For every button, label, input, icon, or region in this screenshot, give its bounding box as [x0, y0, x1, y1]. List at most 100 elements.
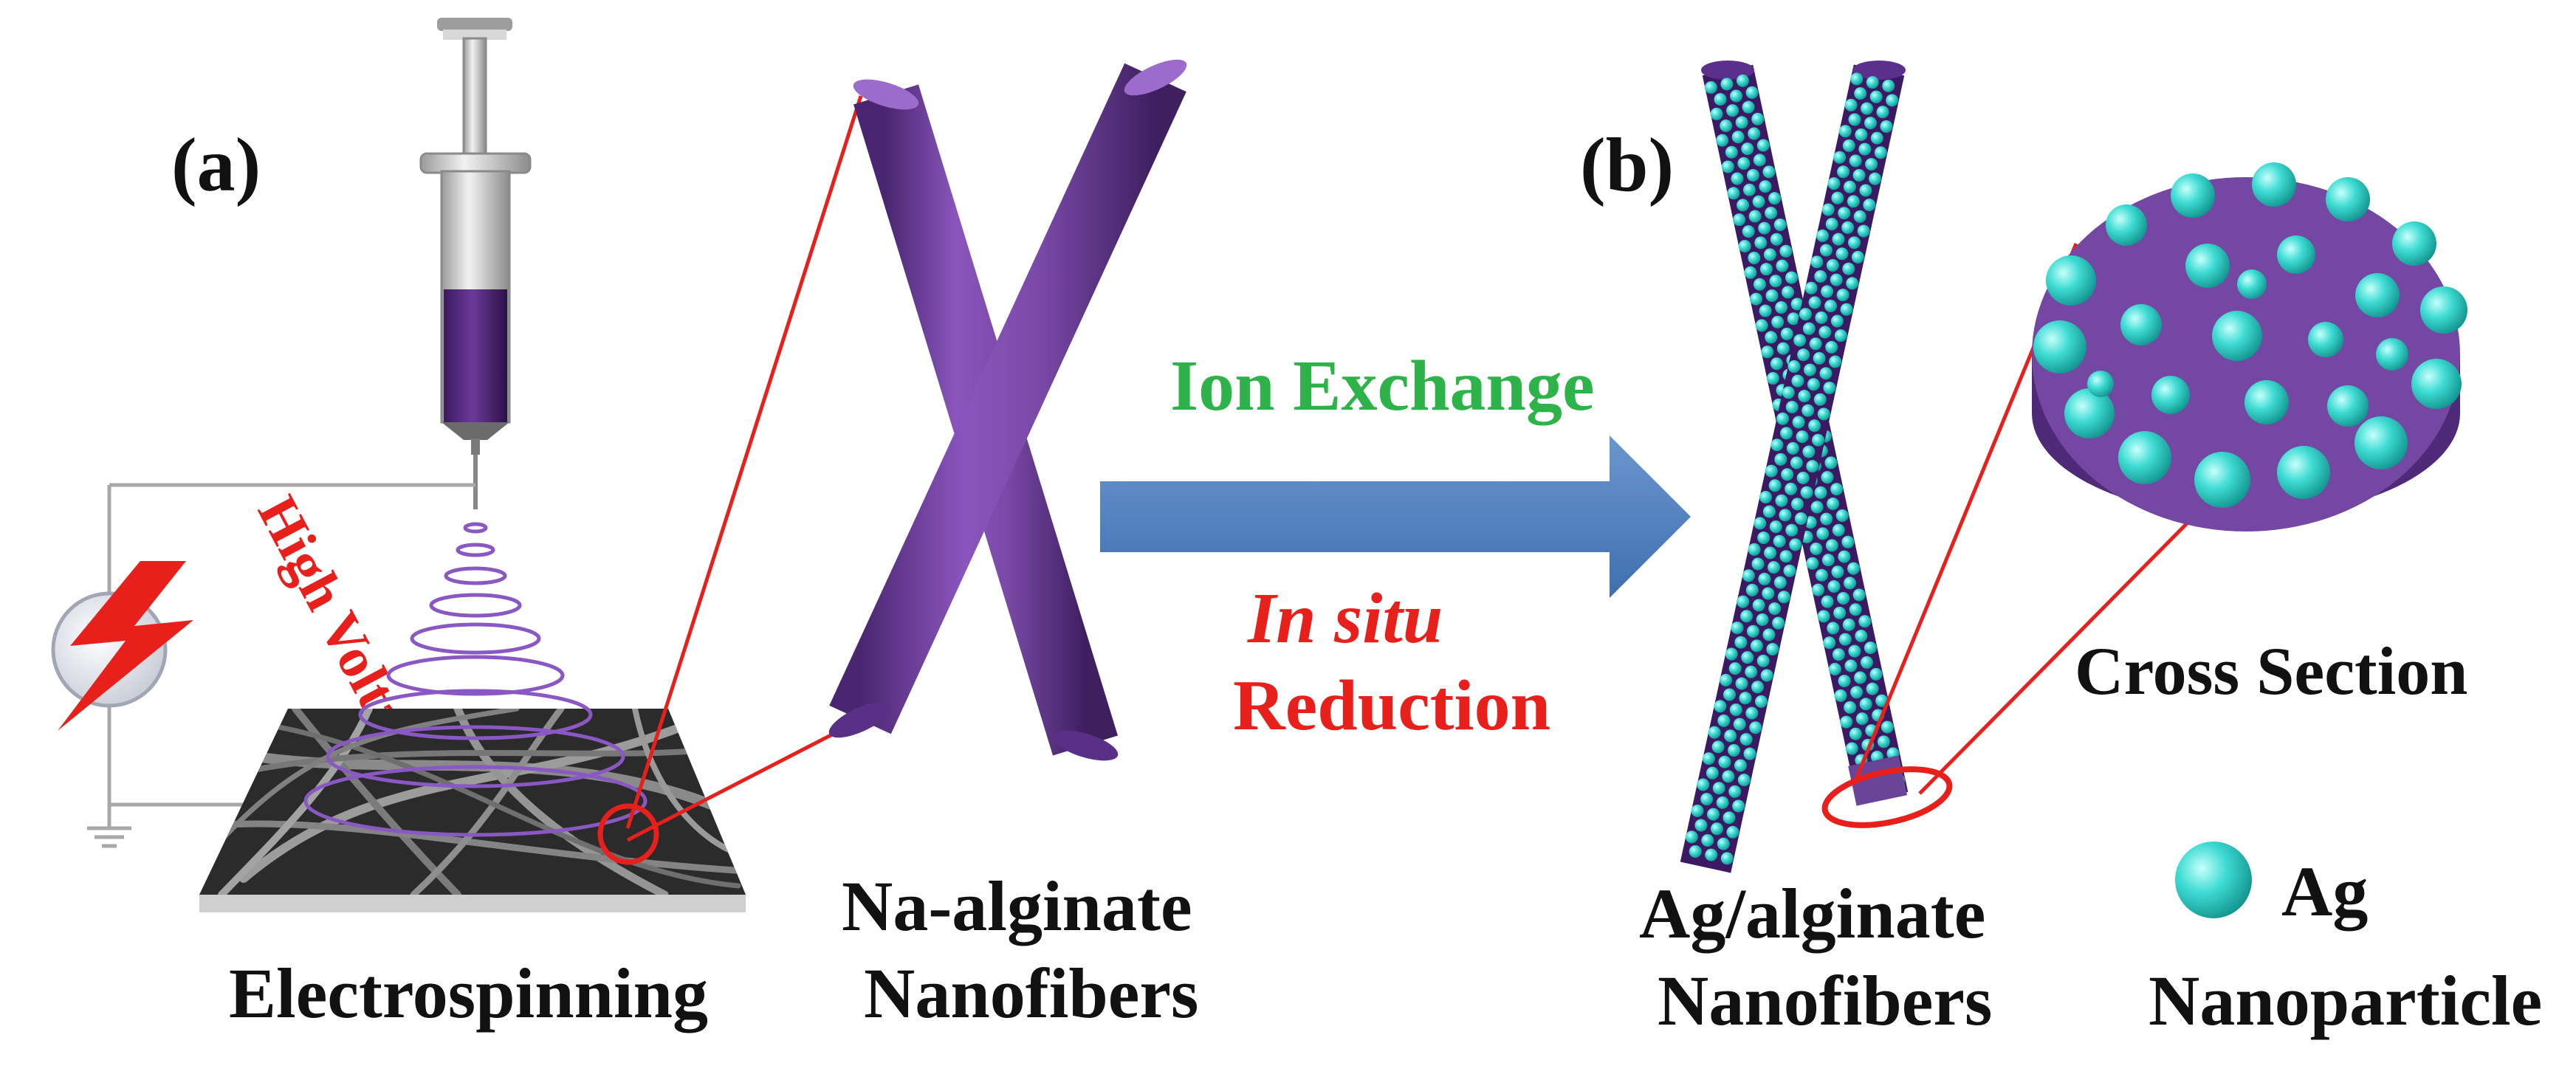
reduction-label: Reduction — [1233, 666, 1550, 746]
ag-alginate-label-line2: Nanofibers — [1658, 961, 1992, 1040]
ag-particle — [1745, 583, 1759, 596]
ag-particle — [1773, 576, 1787, 589]
ag-nanoparticle — [2411, 359, 2462, 409]
ag-particle — [1853, 210, 1866, 223]
ag-particle — [1755, 319, 1768, 332]
ag-nanoparticle — [2120, 304, 2162, 345]
zoom-ring-b — [1821, 766, 1953, 828]
ag-particle — [1735, 116, 1748, 129]
ag-particle — [1816, 527, 1830, 540]
ag-particle — [1689, 844, 1702, 858]
ag-particle — [1787, 359, 1801, 373]
ag-particle — [1810, 255, 1824, 269]
ag-particle — [1748, 127, 1761, 140]
ag-particle — [1815, 311, 1828, 324]
ag-particle — [1775, 494, 1788, 507]
ag-particle — [1785, 271, 1799, 284]
ag-particle — [1745, 86, 1759, 99]
ag-particle — [1870, 131, 1883, 145]
ag-particle — [1740, 610, 1754, 623]
ag-particle — [1758, 221, 1771, 235]
ag-nanoparticle — [2064, 388, 2115, 438]
ag-particle — [1843, 180, 1856, 193]
ag-particle — [1813, 351, 1826, 365]
ag-particle — [1710, 107, 1723, 120]
zoom-lines-a — [625, 95, 863, 842]
ag-particle — [1759, 304, 1772, 317]
ag-particle — [1830, 483, 1844, 496]
ag-particle — [1716, 134, 1729, 147]
ag-particle — [1742, 569, 1755, 582]
ag-particle — [1813, 393, 1827, 406]
ag-nanoparticle — [2033, 320, 2086, 374]
ag-particle — [1836, 289, 1849, 302]
panel-a-label: (a) — [171, 123, 261, 207]
ag-particle — [1823, 381, 1836, 394]
ag-particle — [1757, 531, 1770, 545]
ag-particle — [1865, 158, 1878, 171]
ag-particle — [1848, 113, 1861, 126]
ag-particle — [1844, 577, 1857, 590]
ag-particle — [1781, 468, 1794, 481]
zoom-circle-a — [597, 803, 659, 865]
ag-particle — [1743, 747, 1756, 760]
ag-particle — [1780, 327, 1793, 340]
ag-particle — [1706, 766, 1719, 780]
ag-particle — [1769, 520, 1782, 534]
ag-particle — [1762, 628, 1776, 641]
ag-particle — [1702, 752, 1715, 765]
ag-particle — [1714, 700, 1727, 713]
ag-particle — [1737, 595, 1750, 608]
ag-particle — [1855, 712, 1869, 726]
ag-particle — [1779, 509, 1792, 522]
ag-particle — [1708, 726, 1721, 739]
ag-particle — [1840, 715, 1853, 729]
ag-particle — [1768, 561, 1781, 574]
ag-particle — [1844, 659, 1858, 672]
ag-particle — [1842, 262, 1855, 275]
ag-particle — [1730, 89, 1743, 103]
ag-nanoparticle — [2308, 322, 2343, 357]
ag-nanoparticle — [2171, 173, 2215, 218]
ag-particle — [1752, 195, 1765, 208]
ag-nanoparticle — [2194, 452, 2250, 508]
ag-particle — [1777, 591, 1790, 604]
ag-particle — [1857, 224, 1870, 238]
ag-particle — [1819, 244, 1833, 257]
ag-particle — [1874, 146, 1887, 159]
ag-particle — [1776, 259, 1789, 272]
ag-particle — [1729, 703, 1742, 716]
ag-particle — [1827, 497, 1840, 510]
ag-particle — [1830, 273, 1843, 286]
ag-particle — [1838, 125, 1852, 138]
ag-particle — [1816, 229, 1830, 242]
ag-particle — [1881, 720, 1894, 734]
collector-mat — [199, 709, 746, 912]
ag-particle — [1886, 94, 1899, 107]
ag-particle — [1691, 804, 1704, 817]
ag-particle — [1866, 682, 1879, 695]
ag-particle — [1737, 156, 1751, 170]
ag-particle — [1809, 337, 1822, 351]
ag-particle — [1717, 837, 1730, 850]
ag-particle — [1827, 177, 1841, 190]
ag-particle — [1834, 329, 1847, 343]
ag-particle — [1847, 562, 1861, 575]
ag-particle — [1814, 486, 1827, 499]
ag-nanoparticle — [2185, 244, 2230, 288]
ag-particle — [1850, 72, 1864, 86]
ag-particle — [1741, 142, 1754, 156]
ag-nanoparticle — [2326, 177, 2370, 221]
ag-particle — [1804, 363, 1817, 376]
ag-particle — [1737, 774, 1751, 787]
ag-particle — [1882, 79, 1895, 92]
ag-particle — [1817, 407, 1830, 421]
ag-particle — [1821, 285, 1834, 298]
ag-particle — [1770, 233, 1783, 246]
ag-particle — [1823, 636, 1836, 650]
na-alginate-label-line2: Nanofibers — [864, 954, 1198, 1033]
syringe — [419, 18, 532, 509]
ag-particle — [1810, 500, 1824, 514]
ag-particle — [1765, 331, 1778, 344]
ag-particle — [1794, 512, 1807, 525]
